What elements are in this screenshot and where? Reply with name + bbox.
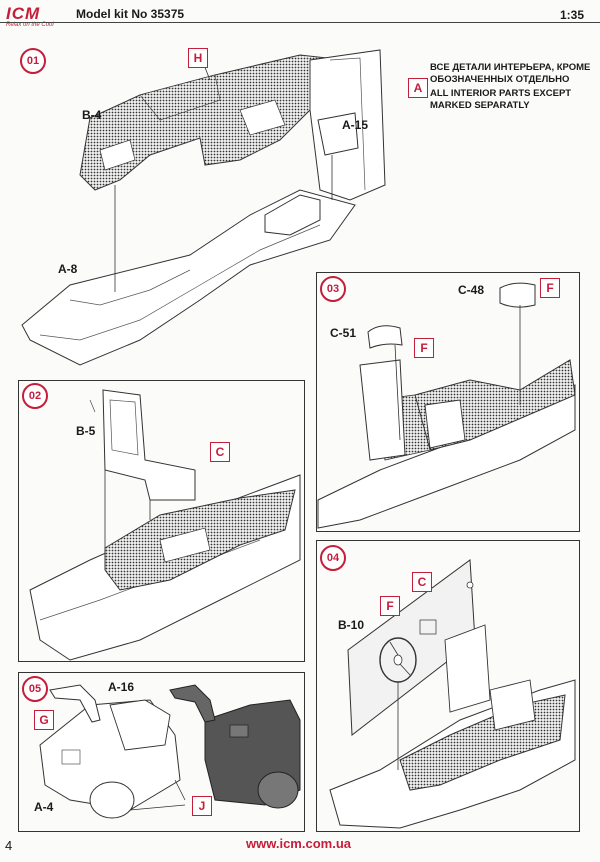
step-02-drawing	[29, 389, 301, 661]
part-a16-label: A-16	[108, 680, 135, 694]
step-05-number: 05	[22, 676, 48, 702]
note-en-1: ALL INTERIOR PARTS EXCEPT	[430, 88, 572, 99]
note-en-2: MARKED SEPARATLY	[430, 100, 530, 111]
part-b10-label: B-10	[338, 618, 365, 632]
seat-c48	[499, 282, 536, 308]
step-01-number: 01	[20, 48, 46, 74]
part-a8-label: A-8	[58, 262, 78, 276]
floor-b4	[79, 54, 346, 191]
part-c48-label: C-48	[458, 283, 485, 297]
step-03-tag-f-1: F	[540, 278, 560, 298]
step-03-drawing	[317, 282, 576, 529]
part-a15	[317, 112, 359, 156]
step-05-drawing	[39, 684, 301, 819]
note-tag: A	[408, 78, 428, 98]
step-04-tag-c: C	[412, 572, 432, 592]
seat-frame	[359, 359, 406, 461]
flywheel	[89, 781, 135, 819]
kit-number: Model kit No 35375	[76, 7, 185, 21]
note-ru-2: ОБОЗНАЧЕННЫХ ОТДЕЛЬНО	[430, 74, 570, 85]
step-02-tag-c: C	[210, 442, 230, 462]
step-04-number: 04	[320, 545, 346, 571]
interior-note: ВСЕ ДЕТАЛИ ИНТЕРЬЕРА, КРОМЕ ОБОЗНАЧЕННЫХ…	[430, 62, 590, 112]
scale-label: 1:35	[559, 8, 584, 22]
part-b5-label: B-5	[76, 424, 96, 438]
page-number: 4	[5, 838, 13, 853]
step-01-tag-h: H	[188, 48, 208, 68]
step-05-tag-j: J	[192, 796, 212, 816]
icm-logo: ICM Relax on the Cool	[6, 4, 54, 28]
arm-a16	[49, 684, 101, 723]
step-05-tag-g: G	[34, 710, 54, 730]
part-b4-label: B-4	[82, 108, 102, 122]
step-04-drawing	[329, 559, 576, 829]
header-divider	[0, 22, 600, 23]
part-c51-label: C-51	[330, 326, 357, 340]
chassis-a8	[21, 189, 356, 366]
step-01-drawing	[21, 49, 386, 366]
step-03-number: 03	[320, 276, 346, 302]
website-link[interactable]: www.icm.com.ua	[246, 836, 351, 851]
step-03-tag-f-2: F	[414, 338, 434, 358]
note-ru-1: ВСЕ ДЕТАЛИ ИНТЕРЬЕРА, КРОМЕ	[430, 62, 591, 73]
seat-c51	[367, 325, 403, 349]
step-04-tag-f: F	[380, 596, 400, 616]
step-02-number: 02	[22, 383, 48, 409]
part-a4-label: A-4	[34, 800, 54, 814]
part-a15-label: A-15	[342, 118, 369, 132]
bulkhead-b5	[102, 389, 196, 501]
